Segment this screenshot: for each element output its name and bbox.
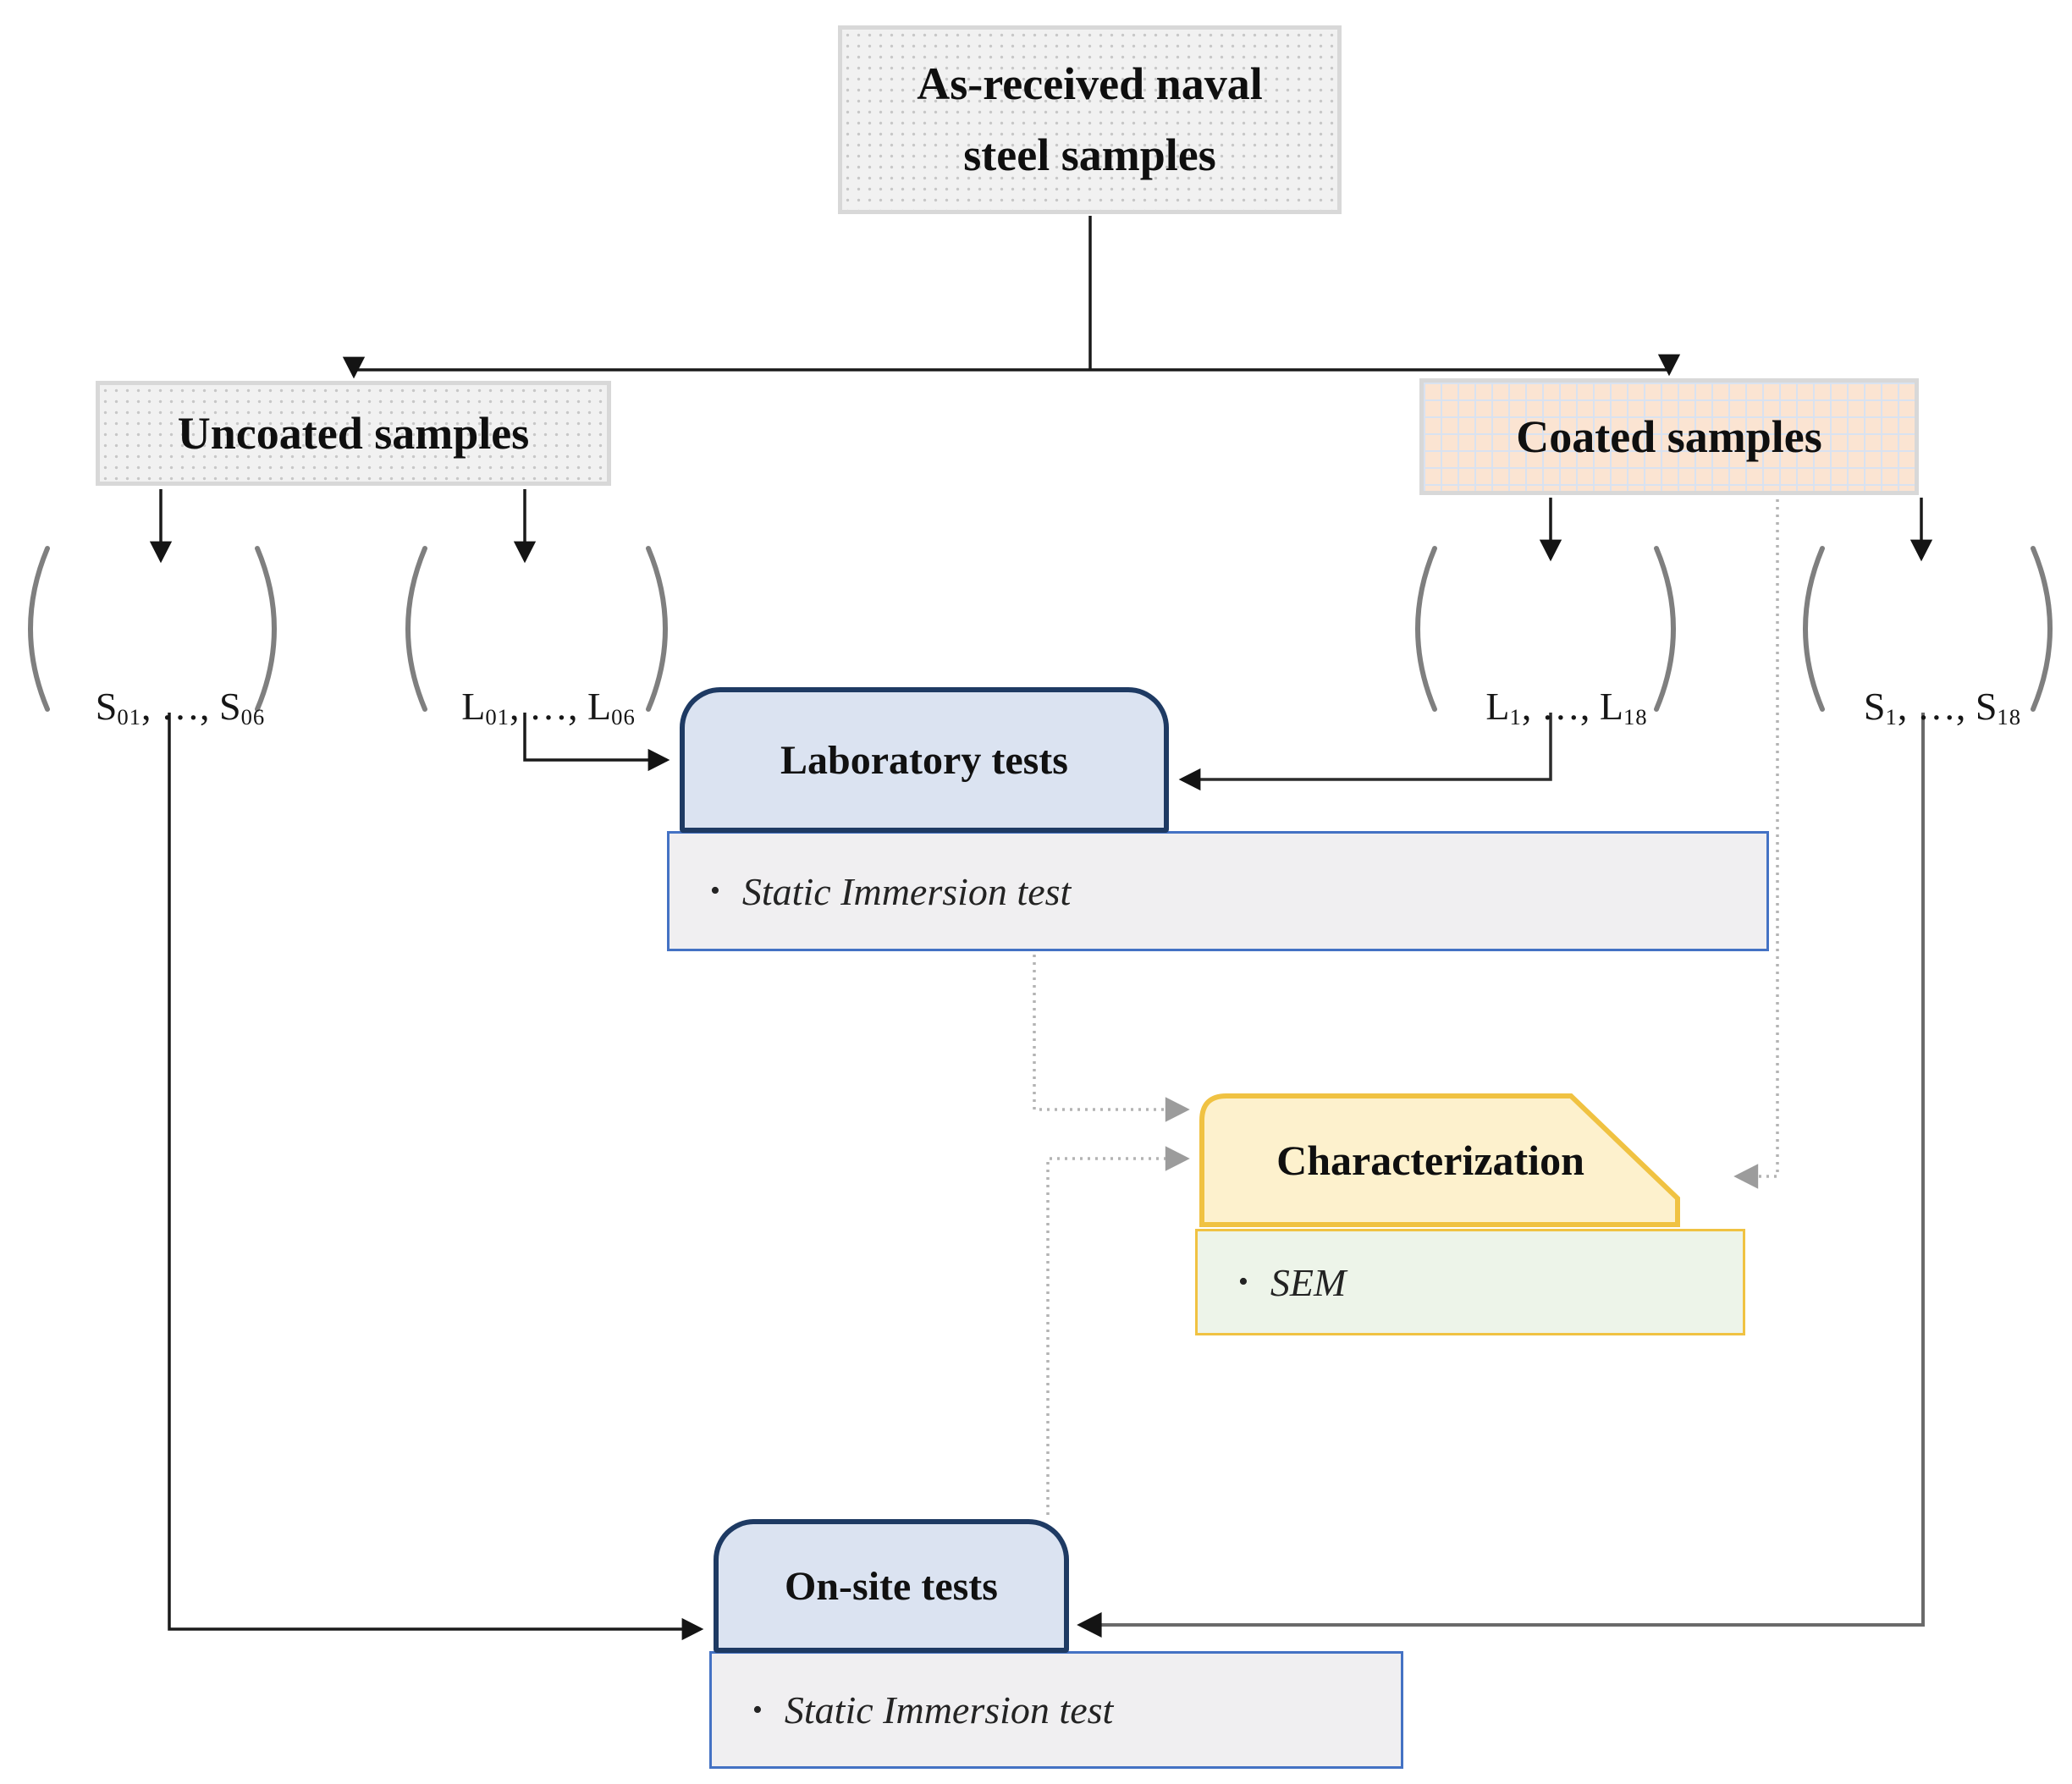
bracket-close-icon bbox=[1654, 546, 1676, 712]
sample-set-text: S bbox=[1863, 685, 1886, 728]
sample-set-separator: , …, bbox=[141, 685, 219, 728]
connector-onsite-to-characterization-dotted bbox=[1046, 1146, 1190, 1515]
coated-node: Coated samples bbox=[1419, 378, 1919, 495]
lab-tests-bullet-text: Static Immersion test bbox=[741, 869, 1072, 913]
onsite-tests-title: On-site tests bbox=[785, 1563, 998, 1609]
sample-set-sub: 01 bbox=[485, 703, 510, 730]
sample-set-text: L bbox=[1485, 685, 1510, 728]
sample-set-sub: 1 bbox=[1885, 703, 1898, 730]
bracket-open-icon bbox=[1803, 546, 1825, 712]
onsite-tests-bullet: • Static Immersion test bbox=[712, 1688, 1113, 1732]
connector-lab-to-characterization-dotted bbox=[1033, 955, 1190, 1122]
root-node: As-received naval steel samples bbox=[838, 25, 1342, 214]
coated-node-label: Coated samples bbox=[1516, 411, 1822, 462]
bracket-close-icon bbox=[2031, 546, 2053, 712]
sample-set-sub: 18 bbox=[1623, 703, 1648, 730]
sem-panel: • SEM bbox=[1195, 1229, 1745, 1335]
bracket-close-icon bbox=[646, 546, 668, 712]
connector-l01-to-lab bbox=[523, 713, 670, 772]
connector-s18-to-onsite bbox=[1077, 713, 1925, 1638]
sample-set-uncoated-l: L01, …, L06 bbox=[419, 590, 639, 730]
sample-set-uncoated-s: S01, …, S06 bbox=[51, 590, 271, 730]
root-node-label-line1: As-received naval bbox=[917, 58, 1263, 109]
bracket-open-icon bbox=[28, 546, 50, 712]
lab-tests-bullet: • Static Immersion test bbox=[670, 869, 1071, 914]
sample-set-text: L bbox=[587, 685, 612, 728]
sem-bullet-text: SEM bbox=[1270, 1260, 1347, 1304]
sample-set-separator: , …, bbox=[1897, 685, 1976, 728]
bullet-icon: • bbox=[710, 875, 720, 906]
characterization-title: Characterization bbox=[1276, 1137, 1584, 1184]
lab-tests-panel: • Static Immersion test bbox=[667, 831, 1769, 951]
connector-l18-to-lab bbox=[1178, 713, 1552, 791]
bullet-icon: • bbox=[752, 1693, 763, 1726]
sem-bullet: • SEM bbox=[1198, 1260, 1346, 1305]
sample-set-coated-l: L1, …, L18 bbox=[1437, 590, 1657, 730]
sample-set-text: S bbox=[1975, 685, 1998, 728]
lab-tests-title: Laboratory tests bbox=[780, 737, 1068, 783]
sample-set-separator: , …, bbox=[1521, 685, 1600, 728]
sample-set-text: S bbox=[219, 685, 241, 728]
uncoated-node: Uncoated samples bbox=[96, 381, 611, 486]
uncoated-node-label: Uncoated samples bbox=[177, 408, 530, 459]
sample-set-sub: 06 bbox=[611, 703, 636, 730]
sample-set-text: L bbox=[1599, 685, 1623, 728]
sample-set-sub: 06 bbox=[240, 703, 266, 730]
sample-set-text: S bbox=[95, 685, 118, 728]
root-node-label-line2: steel samples bbox=[963, 129, 1216, 180]
connector-s01-to-onsite bbox=[168, 713, 704, 1641]
characterization-node-shape bbox=[1199, 1093, 1680, 1227]
sample-set-sub: 01 bbox=[117, 703, 141, 730]
onsite-tests-panel: • Static Immersion test bbox=[709, 1651, 1403, 1769]
sample-set-separator: , …, bbox=[510, 685, 587, 728]
onsite-tests-bullet-text: Static Immersion test bbox=[784, 1688, 1114, 1732]
bracket-open-icon bbox=[405, 546, 427, 712]
sample-set-text: L bbox=[461, 685, 486, 728]
lab-tests-node: Laboratory tests bbox=[680, 687, 1169, 833]
bullet-icon: • bbox=[1238, 1266, 1248, 1297]
sample-set-sub: 18 bbox=[1997, 703, 2022, 730]
sample-set-coated-s: S1, …, S18 bbox=[1813, 590, 2033, 730]
bracket-close-icon bbox=[255, 546, 277, 712]
onsite-tests-node: On-site tests bbox=[714, 1519, 1069, 1653]
bracket-open-icon bbox=[1415, 546, 1437, 712]
sample-set-sub: 1 bbox=[1509, 703, 1522, 730]
